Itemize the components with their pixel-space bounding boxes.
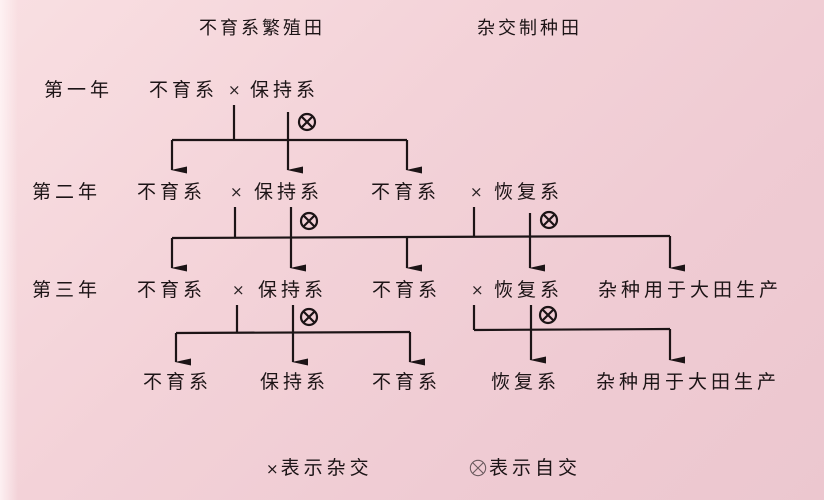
self-cross-icon: [538, 305, 558, 325]
cross-symbol: ×: [230, 183, 243, 201]
row2-sterile-line: 不育系: [137, 181, 207, 203]
self-cross-icon: [297, 112, 317, 132]
row4-maintainer-line: 保持系: [260, 371, 330, 393]
row3-restorer-line: 恢复系: [494, 279, 564, 301]
page-edge-shading: [0, 0, 18, 500]
legend-cross: ×表示杂交: [266, 457, 373, 480]
cross-symbol: ×: [232, 281, 245, 299]
self-cross-icon: [469, 459, 487, 477]
year-label-1: 第一年: [44, 79, 114, 101]
self-cross-icon: [299, 307, 319, 327]
header-hybrid-seed-field: 杂交制种田: [477, 18, 582, 39]
legend-self: 表示自交: [469, 457, 581, 479]
legend-cross-label: 表示杂交: [280, 457, 373, 479]
row2-restorer-line: 恢复系: [494, 181, 564, 203]
row1-maintainer-line: 保持系: [250, 79, 320, 101]
row4-hybrid-for-field-production: 杂种用于大田生产: [596, 371, 781, 393]
row4-sterile-line-hybrid: 不育系: [372, 371, 442, 393]
self-cross-icon: [299, 211, 319, 231]
legend-self-label: 表示自交: [489, 457, 582, 479]
cross-symbol: ×: [228, 81, 241, 99]
cross-symbol: ×: [471, 281, 484, 299]
cross-symbol: ×: [470, 183, 483, 201]
row3-sterile-line: 不育系: [137, 279, 207, 301]
row4-sterile-line: 不育系: [143, 371, 213, 393]
self-cross-icon: [539, 210, 559, 230]
row1-sterile-line: 不育系: [149, 79, 219, 101]
row2-maintainer-line: 保持系: [254, 181, 324, 203]
row2-sterile-line-hybrid: 不育系: [371, 181, 441, 203]
cross-icon: ×: [266, 460, 279, 478]
year-label-3: 第三年: [32, 279, 102, 301]
row4-restorer-line: 恢复系: [491, 371, 561, 393]
year-label-2: 第二年: [32, 181, 102, 203]
row3-sterile-line-hybrid: 不育系: [372, 279, 442, 301]
row3-hybrid-for-field-production: 杂种用于大田生产: [598, 279, 783, 301]
row3-maintainer-line: 保持系: [258, 279, 328, 301]
header-sterile-line-field: 不育系繁殖田: [199, 18, 325, 39]
